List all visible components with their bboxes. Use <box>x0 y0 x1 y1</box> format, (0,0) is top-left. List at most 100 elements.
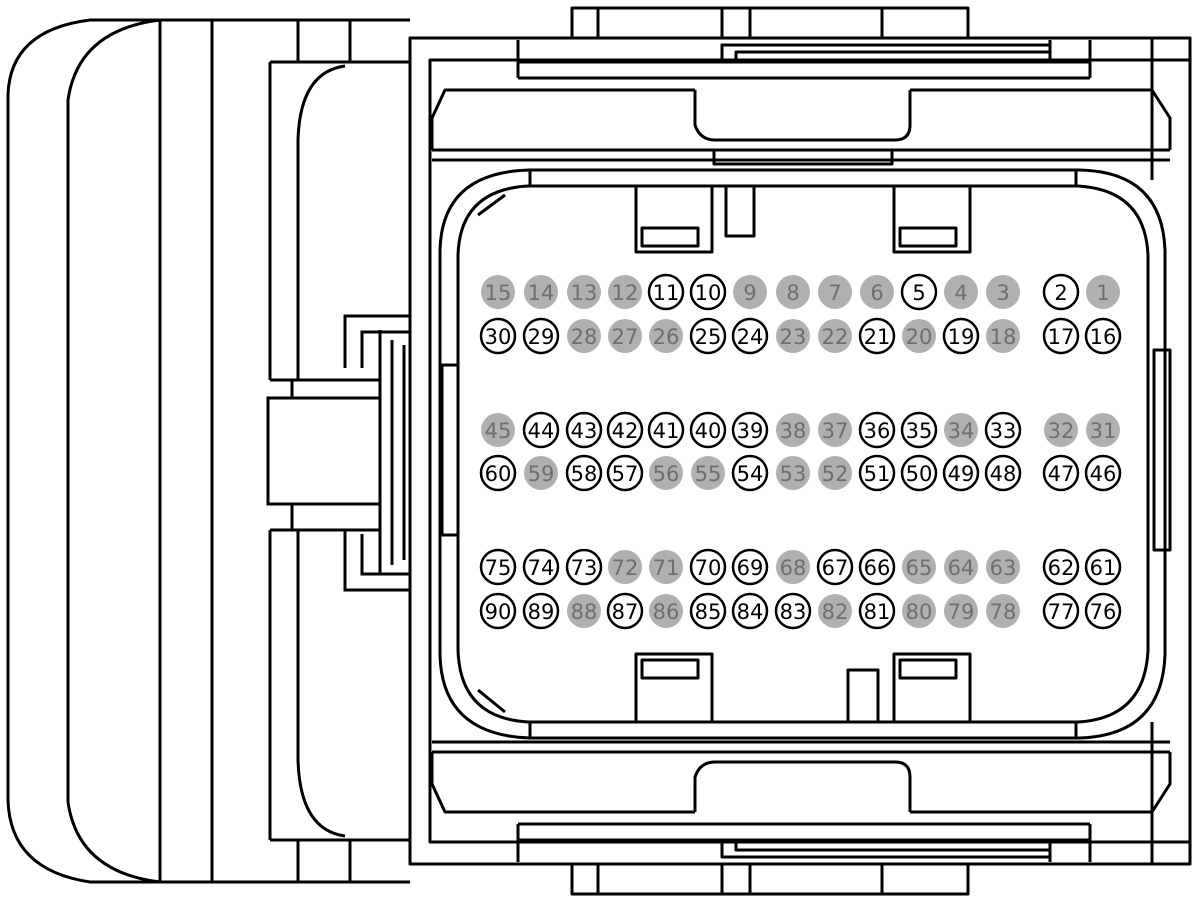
pin-label: 60 <box>485 462 512 486</box>
pin-circle <box>608 550 642 584</box>
pin-90: 90 <box>479 592 517 630</box>
pin-label: 47 <box>1048 462 1075 486</box>
pin-15: 15 <box>481 275 515 309</box>
pin-circle <box>986 319 1020 353</box>
pin-circle <box>479 317 517 355</box>
pin-label: 11 <box>653 281 680 305</box>
pin-label: 59 <box>528 462 555 486</box>
pin-label: 39 <box>737 419 764 443</box>
pin-circle <box>902 594 936 628</box>
pin-circle <box>608 319 642 353</box>
pin-label: 36 <box>864 419 891 443</box>
pin-circle <box>649 594 683 628</box>
pin-circle <box>984 454 1022 492</box>
pin-label: 87 <box>612 600 639 624</box>
pin-label: 64 <box>948 556 975 580</box>
pin-label: 69 <box>737 556 764 580</box>
pin-circle <box>608 275 642 309</box>
pin-label: 30 <box>485 325 512 349</box>
pin-5: 5 <box>900 273 938 311</box>
pin-label: 7 <box>828 281 841 305</box>
pin-label: 31 <box>1090 419 1117 443</box>
pin-circle <box>1086 413 1120 447</box>
pin-label: 77 <box>1048 600 1075 624</box>
pin-circle <box>1044 413 1078 447</box>
pin-10: 10 <box>689 273 727 311</box>
pin-circle <box>944 550 978 584</box>
pin-circle <box>691 456 725 490</box>
pin-label: 71 <box>653 556 680 580</box>
pin-4: 4 <box>944 275 978 309</box>
pin-59: 59 <box>524 456 558 490</box>
pin-label: 18 <box>990 325 1017 349</box>
pin-circle <box>567 319 601 353</box>
pin-77: 77 <box>1042 592 1080 630</box>
pin-circle <box>689 548 727 586</box>
pin-circle <box>986 275 1020 309</box>
pin-label: 78 <box>990 600 1017 624</box>
pin-label: 37 <box>822 419 849 443</box>
pin-circle <box>944 594 978 628</box>
pin-3: 3 <box>986 275 1020 309</box>
pin-84: 84 <box>731 592 769 630</box>
pin-circle <box>1042 317 1080 355</box>
connector-left-housing <box>6 18 410 884</box>
pin-82: 82 <box>818 594 852 628</box>
pin-81: 81 <box>858 592 896 630</box>
pin-circle <box>731 454 769 492</box>
pin-circle <box>647 411 685 449</box>
pin-34: 34 <box>944 413 978 447</box>
pin-label: 62 <box>1048 556 1075 580</box>
pin-89: 89 <box>522 592 560 630</box>
pin-circle <box>649 550 683 584</box>
pin-83: 83 <box>774 592 812 630</box>
pin-18: 18 <box>986 319 1020 353</box>
pin-label: 12 <box>612 281 639 305</box>
pin-24: 24 <box>731 317 769 355</box>
pin-9: 9 <box>733 275 767 309</box>
pin-circle <box>774 592 812 630</box>
pin-circle <box>689 273 727 311</box>
pin-label: 50 <box>906 462 933 486</box>
pin-circle <box>818 275 852 309</box>
pin-circle <box>522 592 560 630</box>
pin-circle <box>818 594 852 628</box>
pin-label: 75 <box>485 556 512 580</box>
pin-2: 2 <box>1042 273 1080 311</box>
pin-label: 82 <box>822 600 849 624</box>
pin-12: 12 <box>608 275 642 309</box>
pin-circle <box>481 413 515 447</box>
pin-88: 88 <box>567 594 601 628</box>
pin-44: 44 <box>522 411 560 449</box>
pin-39: 39 <box>731 411 769 449</box>
pin-circle <box>606 454 644 492</box>
pin-label: 54 <box>737 462 764 486</box>
pin-circle <box>776 319 810 353</box>
pin-label: 48 <box>990 462 1017 486</box>
pin-label: 88 <box>571 600 598 624</box>
pin-43: 43 <box>565 411 603 449</box>
pin-label: 8 <box>786 281 799 305</box>
pin-29: 29 <box>522 317 560 355</box>
pin-57: 57 <box>606 454 644 492</box>
pin-label: 43 <box>571 419 598 443</box>
pin-circle <box>479 548 517 586</box>
pin-label: 90 <box>485 600 512 624</box>
pin-circle <box>984 411 1022 449</box>
pin-63: 63 <box>986 550 1020 584</box>
pin-circle <box>731 317 769 355</box>
pin-label: 72 <box>612 556 639 580</box>
pin-40: 40 <box>689 411 727 449</box>
pin-label: 9 <box>743 281 756 305</box>
pin-label: 29 <box>528 325 555 349</box>
pin-8: 8 <box>776 275 810 309</box>
pin-circle <box>942 454 980 492</box>
pin-circle <box>1042 592 1080 630</box>
pin-41: 41 <box>647 411 685 449</box>
pin-6: 6 <box>860 275 894 309</box>
pin-label: 20 <box>906 325 933 349</box>
pin-label: 67 <box>822 556 849 580</box>
pin-label: 27 <box>612 325 639 349</box>
pin-55: 55 <box>691 456 725 490</box>
